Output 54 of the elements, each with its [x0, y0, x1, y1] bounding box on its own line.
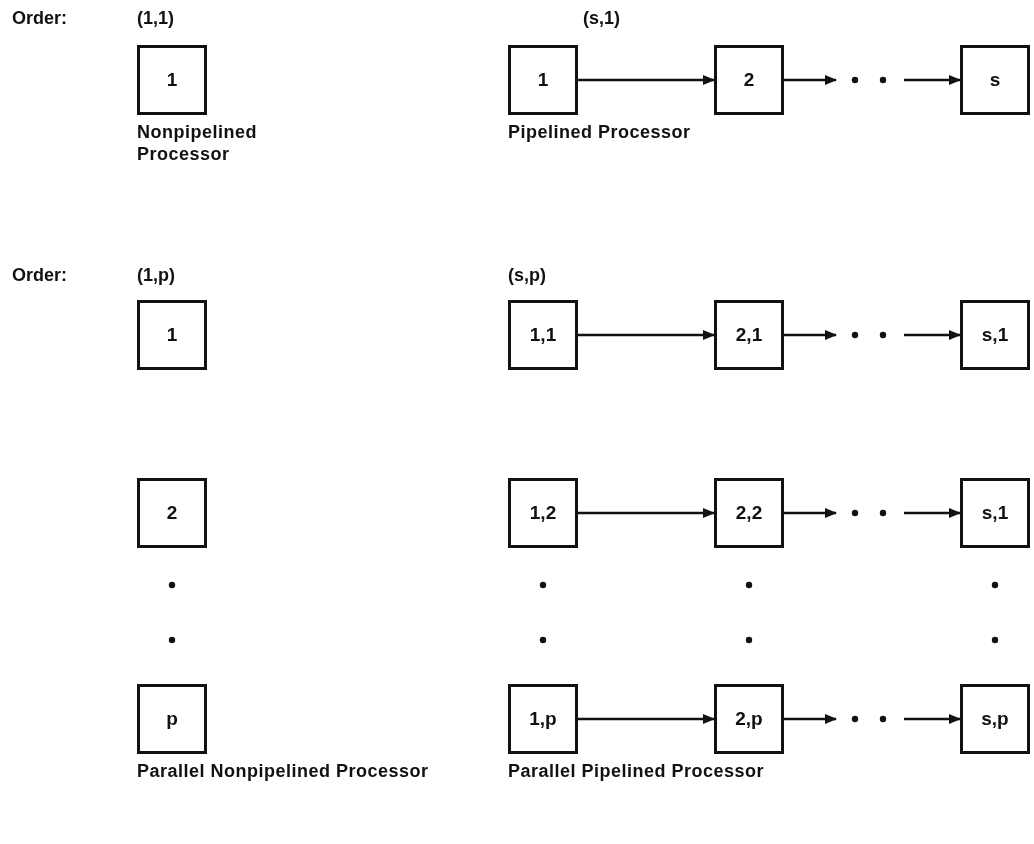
processor-box	[714, 45, 784, 115]
stage-label: s	[989, 69, 1001, 91]
arrow	[578, 75, 715, 85]
processor-box	[714, 478, 784, 548]
processor-box	[960, 478, 1030, 548]
stage-label: p	[166, 708, 178, 730]
processor-box	[714, 684, 784, 754]
processor-box	[137, 45, 207, 115]
arrow	[904, 714, 961, 724]
arrow	[784, 330, 837, 340]
arrow	[904, 508, 961, 518]
processor-box	[508, 478, 578, 548]
processor-box	[137, 684, 207, 754]
arrow	[784, 75, 837, 85]
arrow	[784, 714, 837, 724]
stage-label: s,1	[981, 502, 1009, 524]
stage-label: 1	[537, 69, 549, 91]
stage-label: 2,p	[735, 708, 763, 730]
order-value: (s,p)	[508, 265, 546, 286]
stage-label: s,p	[981, 708, 1009, 730]
arrow	[578, 714, 715, 724]
processor-box	[714, 300, 784, 370]
processor-box	[960, 45, 1030, 115]
stage-label: 1,1	[529, 324, 557, 346]
arrow	[904, 330, 961, 340]
order-value: (1,p)	[137, 265, 175, 286]
order-label: Order:	[12, 265, 67, 286]
stage-label: 2	[166, 502, 178, 524]
order-value: (s,1)	[583, 8, 620, 29]
processor-box	[960, 684, 1030, 754]
stage-label: s,1	[981, 324, 1009, 346]
processor-caption: Parallel Pipelined Processor	[508, 760, 766, 782]
processor-caption: Nonpipelined Processor	[137, 121, 258, 165]
stage-label: 2,2	[735, 502, 763, 524]
processor-box	[137, 300, 207, 370]
arrow	[904, 75, 961, 85]
processor-box	[508, 300, 578, 370]
processor-box	[508, 684, 578, 754]
processor-box	[508, 45, 578, 115]
stage-label: 1,2	[529, 502, 557, 524]
processor-box	[137, 478, 207, 548]
arrow	[578, 508, 715, 518]
processor-box	[960, 300, 1030, 370]
order-value: (1,1)	[137, 8, 174, 29]
order-label: Order:	[12, 8, 67, 29]
processor-caption: Pipelined Processor	[508, 121, 692, 143]
stage-label: 1	[166, 69, 178, 91]
stage-label: 1,p	[529, 708, 557, 730]
stage-label: 2,1	[735, 324, 763, 346]
arrow	[578, 330, 715, 340]
arrow	[784, 508, 837, 518]
stage-label: 1	[166, 324, 178, 346]
processor-caption: Parallel Nonpipelined Processor	[137, 760, 430, 782]
stage-label: 2	[743, 69, 755, 91]
